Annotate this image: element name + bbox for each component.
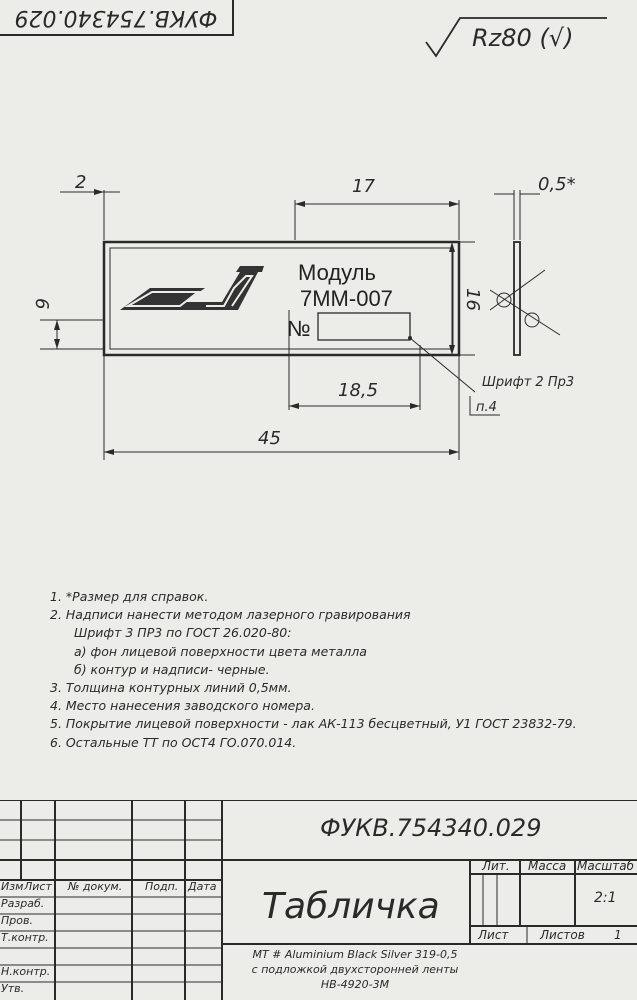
plate-text-line1: Модуль [298,260,376,285]
roughness-check-icon [425,17,607,58]
serial-number-box [317,312,411,341]
title-block-title: Табличка [262,886,440,927]
col-header-list: Лист [24,880,52,893]
mass-label: Масса [528,859,567,873]
note-5: 5. Покрытие лицевой поверхности - лак АК… [50,716,577,732]
row-label-prov: Пров. [1,914,33,927]
note-1: 1. *Размер для справок. [50,589,209,604]
title-block-doc-number: ФУКВ.754340.029 [320,814,542,842]
row-label-tkontr: Т.контр. [1,931,49,944]
plate-text-line2: 7ММ-007 [300,286,393,311]
note-2b: б) контур и надписи- черные. [74,661,270,677]
col-header-doc: № докум. [68,880,123,893]
row-label-nkontr: Н.контр. [1,965,51,978]
plate-inner-contour [109,247,454,350]
material-line-2: с подложкой двухсторонней ленты [251,963,459,976]
dim-45: 45 [258,428,281,449]
callout-font-note: Шрифт 2 Пр3 [482,375,574,390]
note-2: 2. Надписи нанести методом лазерного гра… [50,607,411,623]
col-header-izm: Изм [1,880,24,893]
sheets-label: Листов [540,928,585,942]
scale-value: 2:1 [594,890,617,906]
side-view [513,241,521,356]
dim-18-5: 18,5 [338,380,378,401]
sheet-label: Лист [478,928,509,942]
plate-number-sign: № [287,316,311,341]
plate-drawing: Модуль 7ММ-007 № 2 17 0,5* 6 16 18,5 45 … [31,172,576,460]
roughness-value: Rz80 (√) [472,24,574,52]
note-6: 6. Остальные ТТ по ОСТ4 ГО.070.014. [50,734,297,750]
note-2-font: Шрифт 3 ПР3 по ГОСТ 26.020-80: [74,625,292,641]
note-3: 3. Толщина контурных линий 0,5мм. [50,680,292,696]
dim-16: 16 [462,288,483,311]
note-2a: а) фон лицевой поверхности цвета металла [74,643,367,659]
dim-0-5: 0,5* [538,174,576,195]
sheets-value: 1 [614,928,622,942]
row-label-utv: Утв. [1,982,25,995]
title-block-grid [0,800,637,1000]
dim-17: 17 [352,176,375,197]
plate-outline [102,240,461,357]
note-4: 4. Место нанесения заводского номера. [50,698,315,714]
material-line-3: НВ-4920-3М [320,978,390,991]
top-stamp: ФУКВ.754340.029 [0,0,234,36]
callout-ref: п.4 [476,400,497,415]
col-header-date: Дата [188,880,217,893]
dim-6: 6 [31,298,52,309]
lit-label: Лит. [482,859,510,873]
row-label-razrab: Разраб. [1,897,45,910]
roughness-symbol: Rz80 (√) [422,14,612,60]
scale-label: Масштаб [577,859,635,873]
dim-2: 2 [75,172,86,193]
svd-logo-icon [120,266,264,310]
top-stamp-text: ФУКВ.754340.029 [14,5,218,30]
title-block: ФУКВ.754340.029 Табличка Изм Лист № доку… [0,800,637,1000]
col-header-sign: Подп. [145,880,179,893]
material-line-1: МТ # Aluminium Black Silver 319-0,5 [252,948,458,961]
technical-notes: 1. *Размер для справок. 2. Надписи нанес… [50,588,610,752]
